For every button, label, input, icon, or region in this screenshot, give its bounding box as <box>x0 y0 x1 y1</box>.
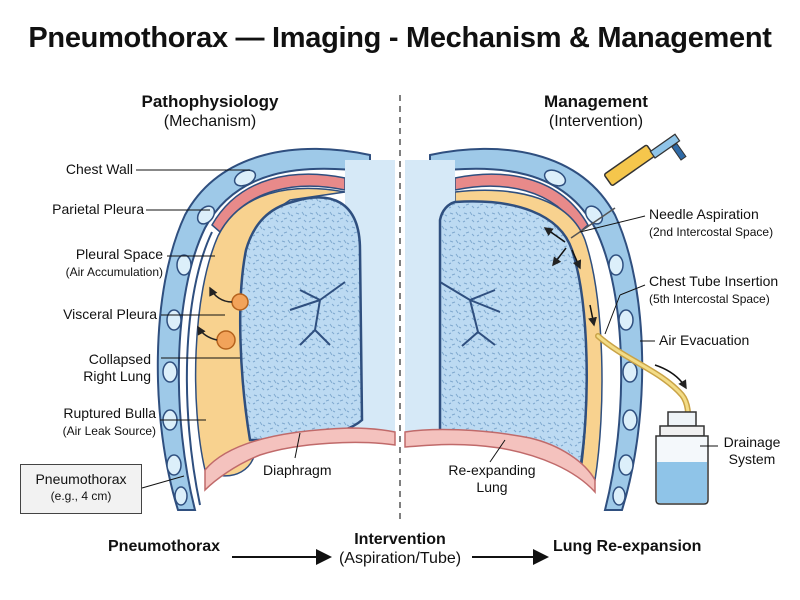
right-header: Management (Intervention) <box>476 92 716 131</box>
label-drainage-system: Drainage System <box>712 434 792 468</box>
needle-syringe <box>570 133 687 239</box>
label-pleural-space-text: Pleural Space <box>75 246 163 262</box>
air-leak-arrow-1 <box>209 286 233 303</box>
label-parietal-pleura: Parietal Pleura <box>52 201 144 217</box>
diaphragm-shape <box>204 427 396 492</box>
label-reexpanding-lung: Re-expanding Lung <box>442 462 542 496</box>
label-needle-aspiration: Needle Aspiration (2nd Intercostal Space… <box>649 206 773 241</box>
label-visceral-pleura: Visceral Pleura <box>63 306 157 322</box>
pneumothorax-size-box: Pneumothorax (e.g., 4 cm) <box>20 464 142 514</box>
flow-step-intervention: Intervention (Aspiration/Tube) <box>330 530 470 568</box>
reexpanding-lung <box>438 200 588 473</box>
right-chest-diagram <box>404 133 718 511</box>
left-chest-diagram <box>136 147 396 511</box>
box-note: (e.g., 4 cm) <box>50 489 112 503</box>
label-chest-tube: Chest Tube Insertion (5th Intercostal Sp… <box>649 273 778 308</box>
label-ruptured-bulla: Ruptured Bulla (Air Leak Source) <box>63 405 156 440</box>
right-header-title: Management <box>544 92 648 111</box>
diaphragm-right <box>404 428 596 494</box>
label-bulla-text: Ruptured Bulla <box>63 405 156 421</box>
flow-step2-note: (Aspiration/Tube) <box>338 550 462 567</box>
label-reexp-line1: Re-expanding <box>448 462 536 478</box>
label-drain-line1: Drainage <box>723 434 781 450</box>
air-leak-arrow-2 <box>197 325 218 341</box>
flow-step3-text: Lung Re-expansion <box>553 538 702 555</box>
bulla-lower <box>216 330 236 350</box>
label-reexp-line2: Lung <box>476 479 508 495</box>
label-drain-line2: System <box>728 451 776 467</box>
label-pleural-space-note: (Air Accumulation) <box>65 265 163 279</box>
page-title: Pneumothorax — Imaging - Mechanism & Man… <box>28 22 772 54</box>
flow-step-pneumothorax: Pneumothorax <box>108 538 220 556</box>
label-diaphragm: Diaphragm <box>263 462 332 478</box>
label-tube-note: (5th Intercostal Space) <box>649 292 770 306</box>
label-collapsed-lung: Collapsed Right Lung <box>83 351 151 385</box>
left-header-subtitle: (Mechanism) <box>163 113 257 130</box>
bronchial-tree-left <box>289 281 346 346</box>
right-leader-lines <box>489 215 718 463</box>
left-header-title: Pathophysiology <box>141 92 279 111</box>
label-air-evacuation: Air Evacuation <box>659 332 750 348</box>
bronchial-tree-right <box>439 281 501 347</box>
label-needle-note: (2nd Intercostal Space) <box>649 225 774 239</box>
label-collapsed-line1: Collapsed <box>88 351 151 367</box>
collapsed-lung <box>238 196 364 442</box>
flow-step-reexpansion: Lung Re-expansion <box>553 538 701 556</box>
flow-step1-text: Pneumothorax <box>108 538 221 555</box>
drainage-bottle <box>655 411 709 505</box>
chest-wall-band-right <box>429 147 644 511</box>
tube-flow-arrow <box>654 364 687 390</box>
left-leader-lines <box>136 169 301 489</box>
label-chest-wall: Chest Wall <box>65 161 133 177</box>
air-flow-arrows <box>543 227 597 327</box>
bulla-upper <box>231 293 249 311</box>
left-header: Pathophysiology (Mechanism) <box>90 92 330 131</box>
right-header-subtitle: (Intervention) <box>548 113 644 130</box>
label-needle-text: Needle Aspiration <box>649 206 759 222</box>
box-label: Pneumothorax <box>35 471 127 487</box>
label-bulla-note: (Air Leak Source) <box>62 424 156 438</box>
label-tube-text: Chest Tube Insertion <box>649 273 779 289</box>
flow-step2-text: Intervention <box>354 531 446 548</box>
label-collapsed-line2: Right Lung <box>83 368 151 384</box>
label-pleural-space: Pleural Space (Air Accumulation) <box>66 246 163 281</box>
parietal-pleura-line <box>185 231 213 506</box>
chest-wall-band <box>156 147 371 511</box>
